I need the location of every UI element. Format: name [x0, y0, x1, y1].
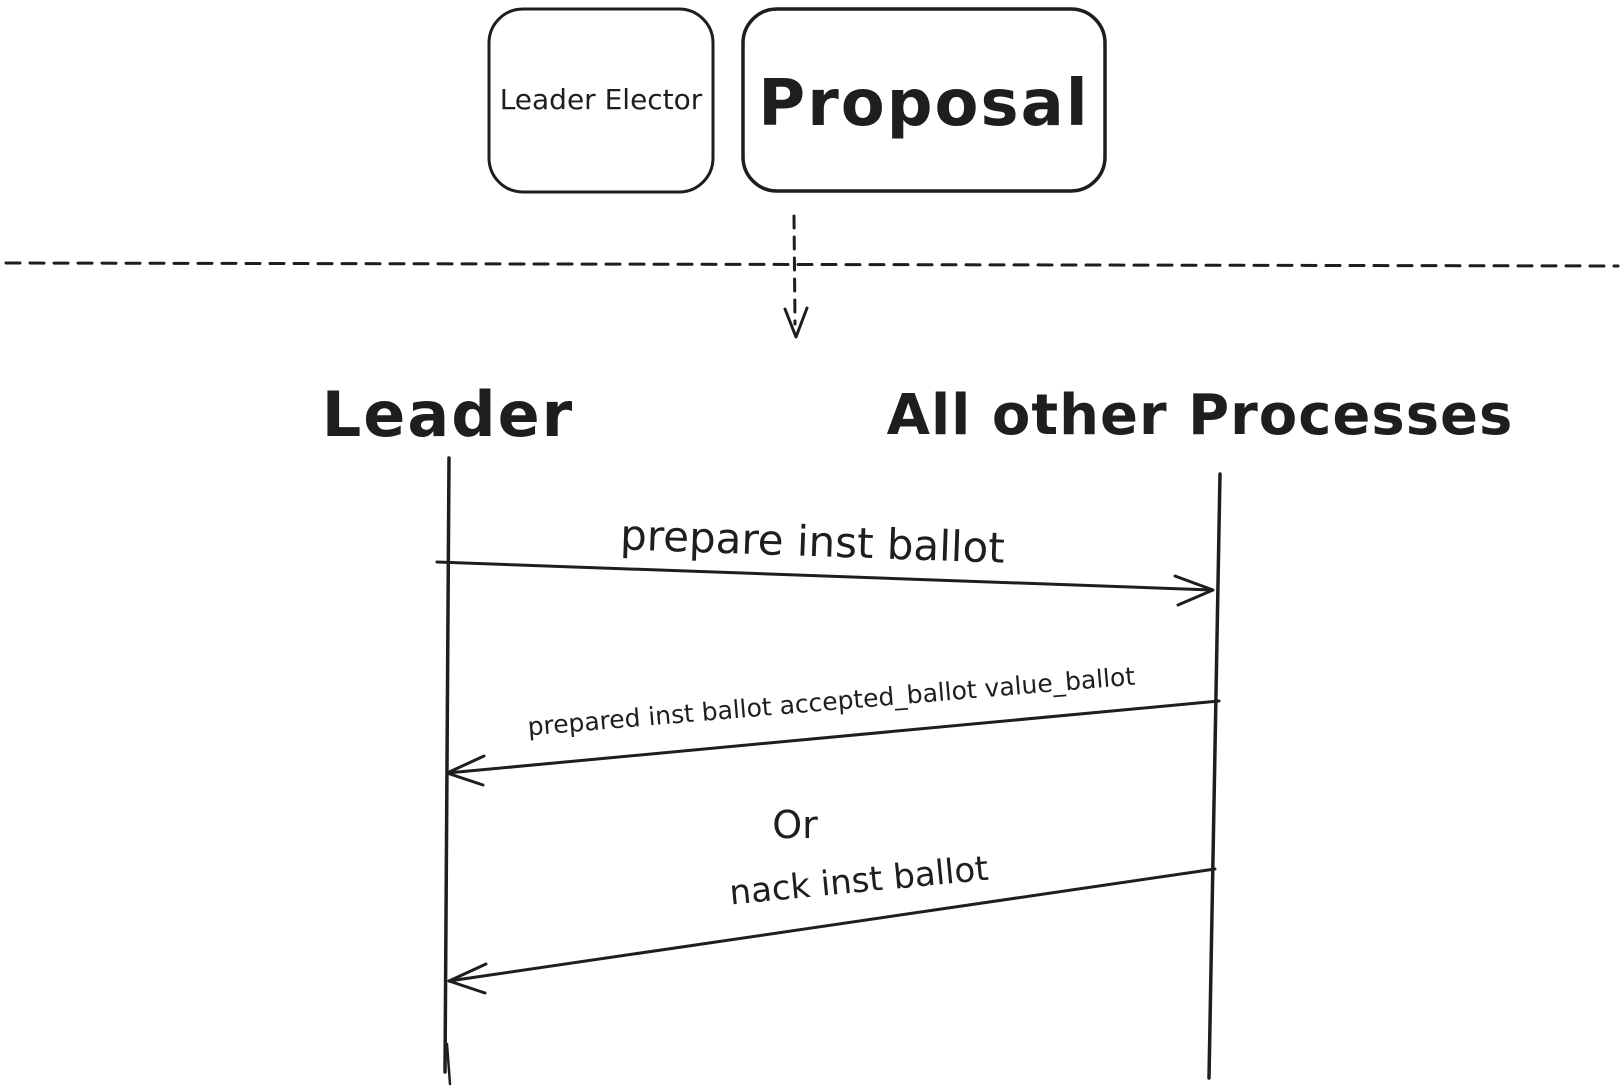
message-3-label: nack inst ballot — [728, 849, 991, 914]
flow-down-arrow-shaft — [792, 214, 797, 326]
all-other-processes-lifeline — [1207, 472, 1222, 1080]
message-nack-inst-ballot: nack inst ballot — [447, 849, 1217, 995]
proposal-box-label: Proposal — [758, 67, 1089, 141]
actor-label-leader: Leader — [322, 378, 574, 451]
proposal-box-outline — [741, 7, 1107, 193]
divider-dashed-line — [4, 261, 1620, 268]
message-1-arrow-shaft — [435, 560, 1214, 592]
flow-down-arrow — [783, 214, 809, 339]
message-prepared-inst-ballot: prepared inst ballot accepted_ballot val… — [445, 662, 1221, 787]
message-1-label: prepare inst ballot — [619, 510, 1005, 572]
message-prepare-inst-ballot: prepare inst ballot — [435, 510, 1215, 607]
message-2-arrowhead-icon — [445, 754, 486, 787]
leader-elector-box-label: Leader Elector — [500, 83, 703, 116]
message-3-arrow-shaft — [447, 867, 1217, 983]
message-3-arrowhead-icon — [447, 962, 488, 995]
leader-elector-box-outline — [487, 7, 715, 194]
actor-label-all-other-processes: All other Processes — [887, 383, 1514, 448]
message-2-label: prepared inst ballot accepted_ballot val… — [526, 662, 1136, 742]
leader-lifeline-tail — [445, 1042, 452, 1086]
message-1-arrowhead-icon — [1173, 574, 1215, 607]
flow-down-arrowhead-icon — [783, 306, 809, 339]
message-or-label: Or — [772, 803, 818, 847]
leader-elector-box: Leader Elector — [487, 7, 715, 194]
leader-lifeline — [443, 456, 452, 1086]
proposal-box: Proposal — [741, 7, 1107, 193]
message-2-arrow-shaft — [445, 699, 1221, 775]
leader-lifeline-line — [443, 456, 451, 1074]
